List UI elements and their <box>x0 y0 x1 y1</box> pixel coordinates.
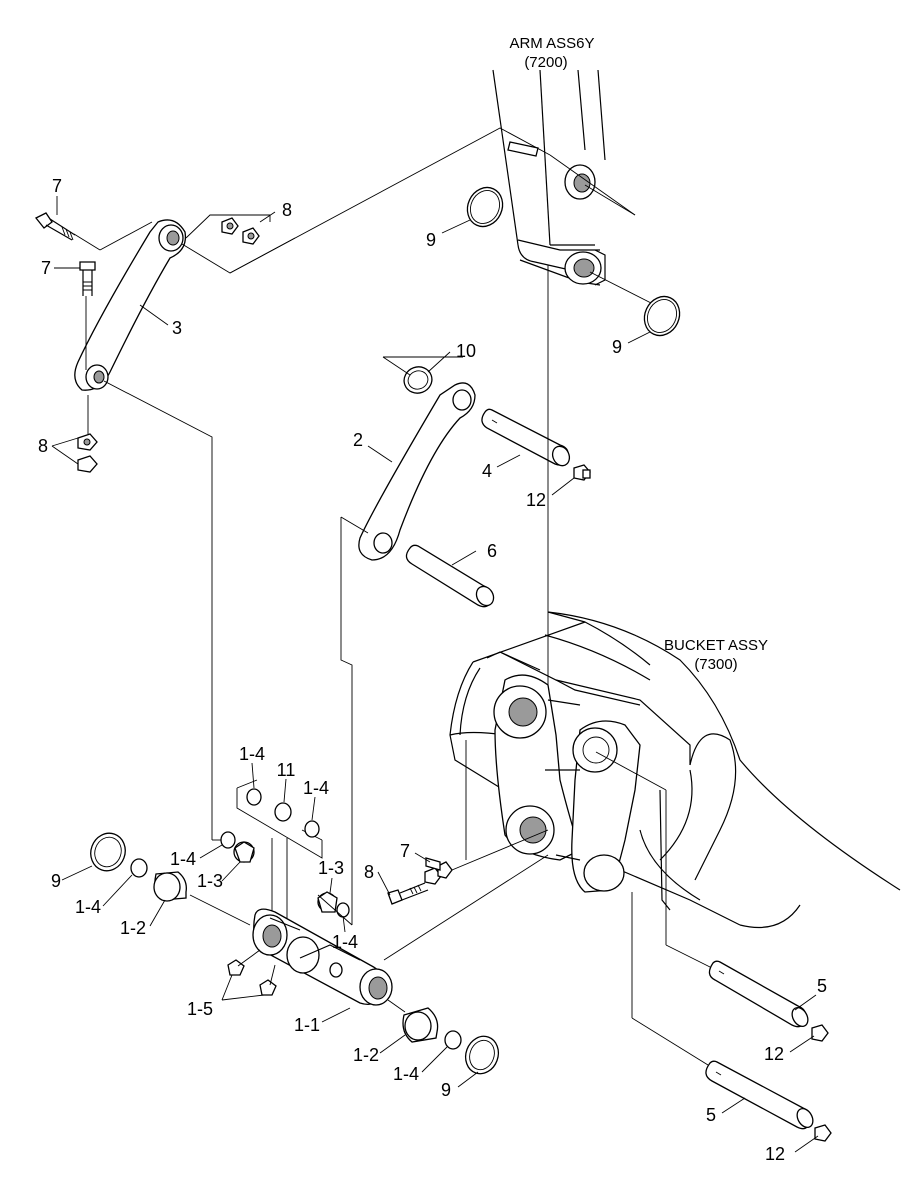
bucket-assy-title: BUCKET ASSY <box>664 637 768 654</box>
pin-4 <box>481 408 571 467</box>
callout-4: 4 <box>482 461 492 481</box>
callout-12: 12 <box>764 1044 784 1064</box>
arm-plate-icon <box>507 141 539 157</box>
o-ring-9-bottom <box>464 1035 500 1075</box>
boss-1-1 <box>252 908 393 1006</box>
bucket-assy-code: (7300) <box>694 656 737 673</box>
leader-lines <box>51 196 819 1153</box>
ring-1-4-a <box>246 788 262 806</box>
callout-labels: 7 7 8 3 8 9 9 10 2 4 12 6 1-4 11 1-4 1-3… <box>38 176 827 1164</box>
callout-9: 9 <box>426 230 436 250</box>
callout-9: 9 <box>441 1080 451 1100</box>
callout-1-3: 1-3 <box>197 871 223 891</box>
pin-5-lower <box>705 1060 814 1130</box>
bucket-boss-upper-right <box>572 727 618 773</box>
callout-7: 7 <box>52 176 62 196</box>
bucket-boss-lower-right <box>583 854 625 892</box>
callout-1-4: 1-4 <box>239 744 265 764</box>
callout-9: 9 <box>612 337 622 357</box>
callout-1-3: 1-3 <box>318 858 344 878</box>
nuts-7-low <box>424 857 453 885</box>
callout-1-4: 1-4 <box>393 1064 419 1084</box>
callout-5: 5 <box>817 976 827 996</box>
ring-11 <box>274 802 292 822</box>
o-ring-10 <box>403 366 433 394</box>
callout-8: 8 <box>282 200 292 220</box>
nuts-8-top <box>221 217 260 245</box>
callout-12: 12 <box>765 1144 785 1164</box>
callout-11: 11 <box>277 760 296 780</box>
callout-3: 3 <box>172 318 182 338</box>
plug-12-mid <box>811 1024 829 1042</box>
callout-6: 6 <box>487 541 497 561</box>
ring-1-4-d <box>130 858 148 878</box>
callout-7: 7 <box>400 841 410 861</box>
ring-1-4-c <box>220 831 236 849</box>
bucket-assembly <box>449 611 901 929</box>
callout-1-4: 1-4 <box>75 897 101 917</box>
bolt-7-top <box>34 212 76 241</box>
o-ring-9-left <box>90 832 126 872</box>
bolt-7-mid <box>79 261 96 296</box>
nuts-8-left <box>77 433 98 473</box>
callout-7: 7 <box>41 258 51 278</box>
ring-1-4-f <box>444 1030 462 1050</box>
o-ring-9-arm-left <box>466 186 504 228</box>
link-3 <box>74 219 187 391</box>
callout-1-2: 1-2 <box>120 918 146 938</box>
plug-12-lower <box>814 1124 832 1142</box>
callout-1-1: 1-1 <box>294 1015 320 1035</box>
callout-1-2: 1-2 <box>353 1045 379 1065</box>
callout-1-4: 1-4 <box>332 932 358 952</box>
ring-1-4-e <box>336 902 350 918</box>
arm-assembly <box>492 69 656 306</box>
callout-8: 8 <box>38 436 48 456</box>
callout-1-4: 1-4 <box>170 849 196 869</box>
pin-6 <box>405 544 495 608</box>
callout-12: 12 <box>526 490 546 510</box>
callout-1-4: 1-4 <box>303 778 329 798</box>
callout-5: 5 <box>706 1105 716 1125</box>
arm-assy-title: ARM ASS6Y <box>509 35 594 52</box>
arm-assy-code: (7200) <box>524 54 567 71</box>
pin-5-upper <box>708 960 809 1028</box>
o-ring-9-arm-right <box>643 295 681 337</box>
callout-9: 9 <box>51 871 61 891</box>
callout-10: 10 <box>456 341 476 361</box>
bolt-8-low <box>387 882 429 905</box>
callout-2: 2 <box>353 430 363 450</box>
ring-1-4-b <box>304 820 320 838</box>
plugs-1-5 <box>227 959 277 996</box>
plug-12-upper <box>573 464 591 481</box>
callout-1-5: 1-5 <box>187 999 213 1019</box>
callout-8: 8 <box>364 862 374 882</box>
link-2 <box>358 382 476 561</box>
